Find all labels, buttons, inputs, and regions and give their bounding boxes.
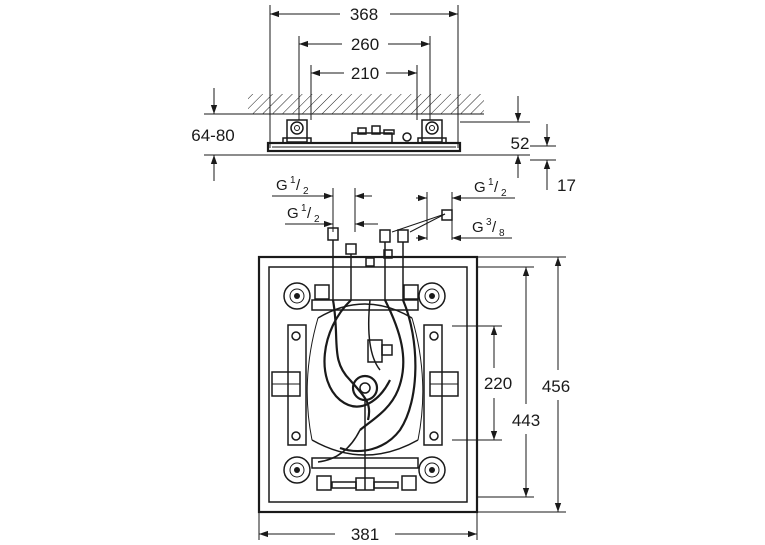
dimension-64-80: 64-80 [191,88,264,181]
svg-text:/: / [307,205,312,222]
right-rail [423,324,459,446]
thread-denominator: 8 [499,228,505,239]
dim-label-368: 368 [350,5,378,24]
left-rail [271,324,307,446]
thread-denominator: 2 [501,188,507,199]
dim-label-17: 17 [557,176,576,195]
dimension-210: 210 [311,64,417,83]
dim-label-52: 52 [511,134,530,153]
dim-label-456: 456 [542,377,570,396]
dimension-368: 368 [270,5,458,24]
svg-text:/: / [296,177,301,194]
shower-plate-side [264,141,464,156]
dimension-52: 52 [460,96,530,178]
svg-text:/: / [494,179,499,196]
right-mount-clamp [417,119,447,144]
thread-prefix: G [474,179,486,196]
corner-unit-bottom-right [401,456,446,491]
thread-denominator: 2 [314,214,320,225]
thread-numerator: 3 [486,217,492,228]
left-mount-clamp [282,119,312,144]
svg-text:/: / [492,219,497,236]
plan-inner-frame [268,266,468,503]
dimension-260: 260 [299,35,430,54]
thread-left-inner: G 1 / 2 [285,203,378,228]
corner-unit-top-left [283,282,330,310]
dim-label-210: 210 [351,64,379,83]
thread-prefix: G [287,205,299,222]
thread-prefix: G [472,219,484,236]
dimension-443: 443 [477,266,540,498]
dimension-381: 381 [258,512,478,544]
dimension-456: 456 [477,256,570,513]
central-mixer [331,339,399,491]
thread-denominator: 2 [303,186,309,197]
dim-label-64-80: 64-80 [191,126,234,145]
plan-outer-frame [257,255,479,514]
thread-numerator: 1 [301,203,307,214]
dimension-220: 220 [452,325,512,441]
inlet-fittings [327,227,409,300]
dimension-17: 17 [530,124,576,195]
dim-label-260: 260 [351,35,379,54]
thread-left-outer: G 1 / 2 [272,175,372,232]
flex-hoses [317,299,417,463]
thread-prefix: G [276,177,288,194]
corner-unit-top-right [403,282,446,310]
dim-label-381: 381 [351,525,379,544]
thread-numerator: 1 [290,175,296,186]
thread-right-inner: G 3 / 8 [391,209,512,242]
corner-unit-bottom-left [283,456,332,491]
dim-label-220: 220 [484,374,512,393]
dim-label-443: 443 [512,411,540,430]
connection-callouts: G 1 / 2 G 1 / 2 G 1 / 2 [272,175,515,242]
plan-view: 381 220 443 456 [257,227,570,544]
side-view: 368 260 210 [191,5,576,195]
ceiling-hatch [248,94,484,115]
thread-numerator: 1 [488,177,494,188]
center-valve-housing [351,125,412,144]
